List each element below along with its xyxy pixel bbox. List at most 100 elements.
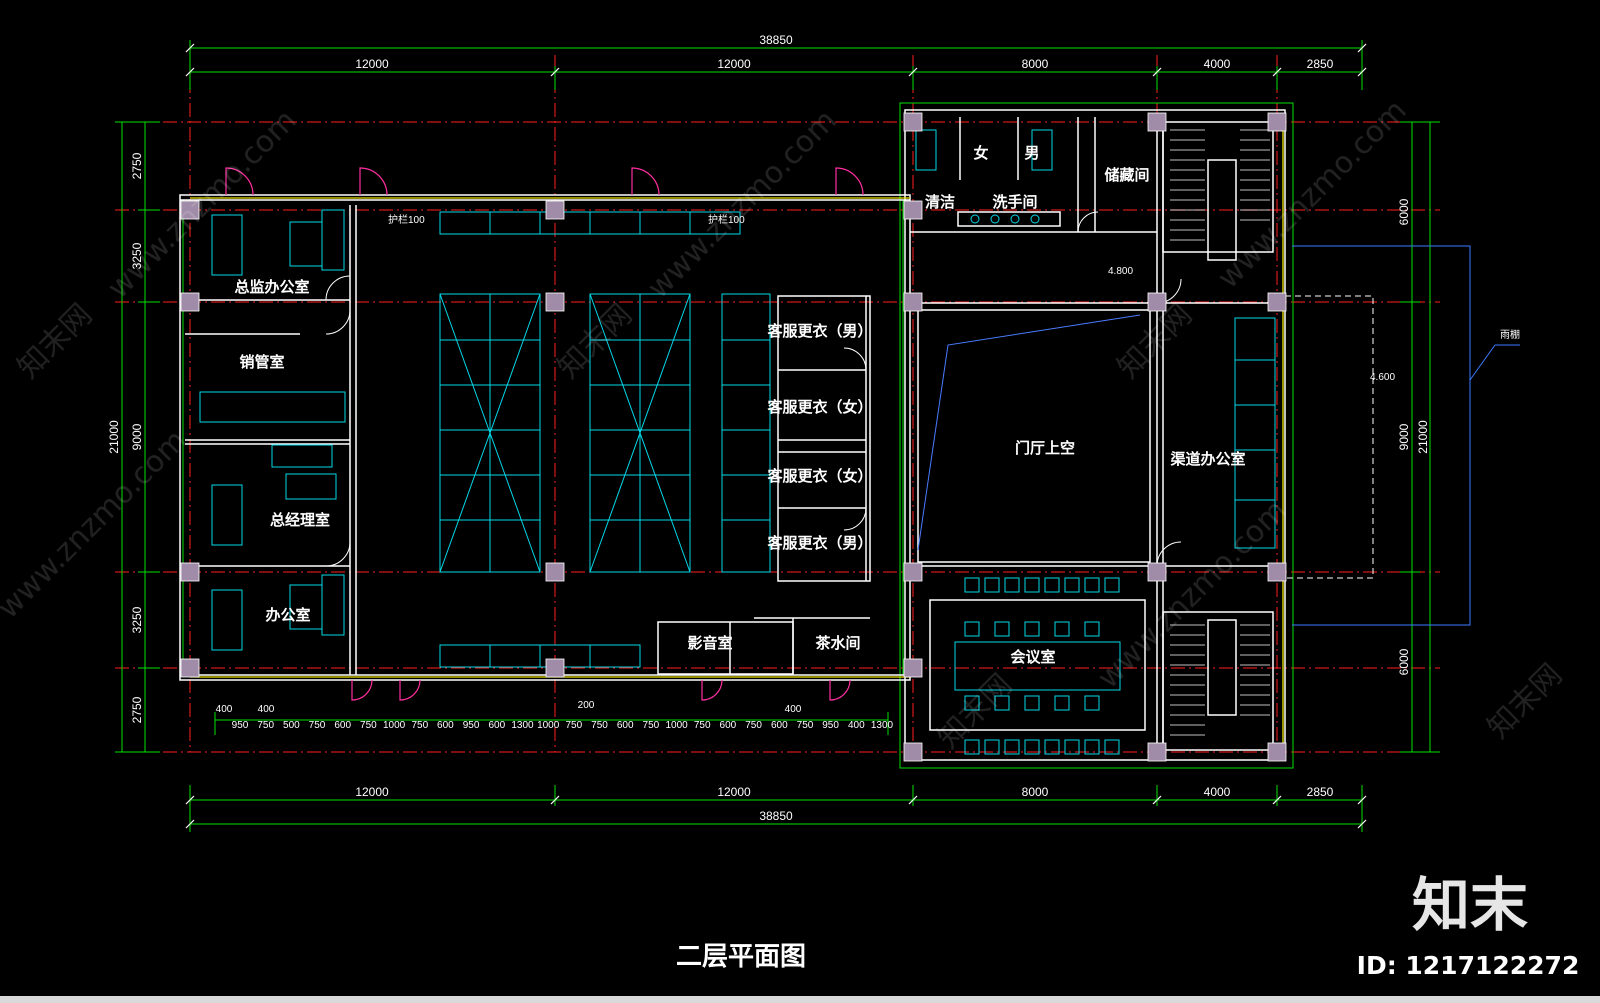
room-label-male-wc: 男 [1024, 144, 1039, 162]
watermark-url: www.znzmo.com [101, 103, 304, 306]
dimension-text-bottom: 12000 12000 8000 4000 2850 38850 [355, 785, 1333, 823]
dim-detail-top: 400 [216, 704, 233, 715]
brand-logo: 知末 [1412, 871, 1528, 939]
dimension-ticks [185, 43, 1367, 829]
workstation-cluster-middle [589, 293, 691, 573]
dim-detail-value: 1300 [511, 720, 534, 731]
dim-right-total: 21000 [1416, 420, 1430, 454]
dim-detail-value: 750 [694, 720, 711, 731]
level-mark: 4.600 [1370, 372, 1395, 383]
room-label-cleaning: 清洁 [925, 193, 955, 211]
dimension-detail-top: 400 400 200 400 [216, 700, 802, 715]
room-label-tea-room: 茶水间 [815, 634, 860, 652]
dim-right-seg: 6000 [1397, 198, 1411, 225]
dim-bottom-seg: 12000 [717, 785, 751, 799]
dim-detail-value: 600 [488, 720, 505, 731]
dim-detail-value: 1000 [665, 720, 688, 731]
room-label-storage: 储藏间 [1104, 166, 1149, 184]
dim-detail-value: 750 [360, 720, 377, 731]
dim-bottom-seg: 4000 [1204, 785, 1231, 799]
workstation-cluster-left [439, 293, 541, 573]
room-label-female-wc: 女 [973, 144, 988, 162]
image-id: ID: 1217122272 [1357, 951, 1580, 980]
dim-detail-value: 1000 [383, 720, 406, 731]
dim-detail-value: 600 [334, 720, 351, 731]
dimension-text-right: 6000 9000 6000 21000 [1397, 198, 1430, 675]
room-label-cs-changing: 客服更衣（男） [766, 534, 872, 552]
watermark-url: www.znzmo.com [1211, 93, 1414, 296]
dim-top-seg: 12000 [717, 57, 751, 71]
dim-detail-value: 750 [565, 720, 582, 731]
dim-detail-value: 600 [720, 720, 737, 731]
room-label-director-office: 总监办公室 [234, 278, 309, 296]
dim-detail-value: 950 [822, 720, 839, 731]
dim-left-seg: 2750 [130, 696, 144, 723]
dim-left-seg: 9000 [130, 423, 144, 450]
dim-detail-value: 950 [463, 720, 480, 731]
doors [225, 167, 864, 701]
dim-bottom-seg: 2850 [1307, 785, 1334, 799]
lobby-void-lines [917, 314, 1141, 551]
dim-detail-value: 950 [232, 720, 249, 731]
room-label-office: 办公室 [265, 606, 310, 624]
dim-detail-value: 750 [591, 720, 608, 731]
dim-right-seg: 9000 [1397, 423, 1411, 450]
watermark-text: 知末网 [931, 667, 1019, 755]
watermark-url: www.znzmo.com [0, 423, 194, 626]
dim-left-total: 21000 [107, 420, 121, 454]
watermark-url: www.znzmo.com [641, 103, 844, 306]
meeting-chairs [964, 577, 1120, 755]
dim-bottom-seg: 8000 [1022, 785, 1049, 799]
dimension-text-top: 38850 12000 12000 8000 4000 2850 [355, 33, 1333, 71]
wall-note: 护栏100 [388, 213, 425, 226]
stair-treads [1170, 129, 1270, 736]
wall-note: 护栏100 [708, 213, 745, 226]
workstation-cluster-right [721, 293, 771, 573]
workstation-row-bottom [439, 644, 641, 668]
watermark-text: 知末网 [11, 297, 99, 385]
dim-bottom-total: 38850 [759, 809, 793, 823]
walls [179, 109, 1286, 761]
drawing-title: 二层平面图 [676, 942, 806, 972]
dim-detail-value: 500 [283, 720, 300, 731]
canopy-outline [1284, 295, 1374, 579]
columns [180, 112, 1287, 762]
room-labels: 总监办公室 销管室 总经理室 办公室 客服更衣（男） 客服更衣（女） 客服更衣（… [234, 144, 1520, 666]
dim-detail-top: 400 [258, 704, 275, 715]
room-label-cs-changing: 客服更衣（女） [766, 398, 872, 416]
dim-left-seg: 2750 [130, 152, 144, 179]
annotations: 护栏100 护栏100 4.800 4.600 [388, 213, 1395, 383]
room-label-channel-office: 渠道办公室 [1170, 450, 1245, 468]
dim-bottom-seg: 12000 [355, 785, 389, 799]
watermark-text: 知末网 [1481, 657, 1569, 745]
dim-detail-value: 600 [437, 720, 454, 731]
room-label-lobby-void: 门厅上空 [1015, 439, 1075, 457]
dim-detail-value: 1300 [871, 720, 894, 731]
dim-detail-value: 750 [309, 720, 326, 731]
room-label-sales-mgmt: 销管室 [239, 353, 284, 371]
dim-right-seg: 6000 [1397, 648, 1411, 675]
level-mark: 4.800 [1108, 266, 1133, 277]
dim-detail-value: 600 [617, 720, 634, 731]
workstation-row-top [439, 211, 741, 235]
dim-left-seg: 3250 [130, 242, 144, 269]
bottom-scrollbar[interactable] [0, 996, 1600, 1003]
dim-detail-top: 400 [785, 704, 802, 715]
dim-detail-value: 750 [411, 720, 428, 731]
watermark-diagonal: 知末网 www.znzmo.com www.znzmo.com 知末网 www.… [0, 93, 1569, 756]
channel-office-desks [1234, 317, 1276, 549]
dim-detail-value: 750 [643, 720, 660, 731]
dim-detail-value: 600 [771, 720, 788, 731]
dim-detail-top: 200 [578, 700, 595, 711]
dim-detail-value: 750 [745, 720, 762, 731]
canopy-leader [1292, 245, 1520, 626]
room-label-cs-changing: 客服更衣（男） [766, 322, 872, 340]
office-furniture [199, 209, 1121, 691]
dimension-text-left: 2750 3250 9000 3250 2750 21000 [107, 152, 144, 723]
room-label-gm-office: 总经理室 [270, 511, 330, 529]
dim-detail-value: 750 [797, 720, 814, 731]
dim-detail-value: 1000 [537, 720, 560, 731]
dim-top-seg: 2850 [1307, 57, 1334, 71]
